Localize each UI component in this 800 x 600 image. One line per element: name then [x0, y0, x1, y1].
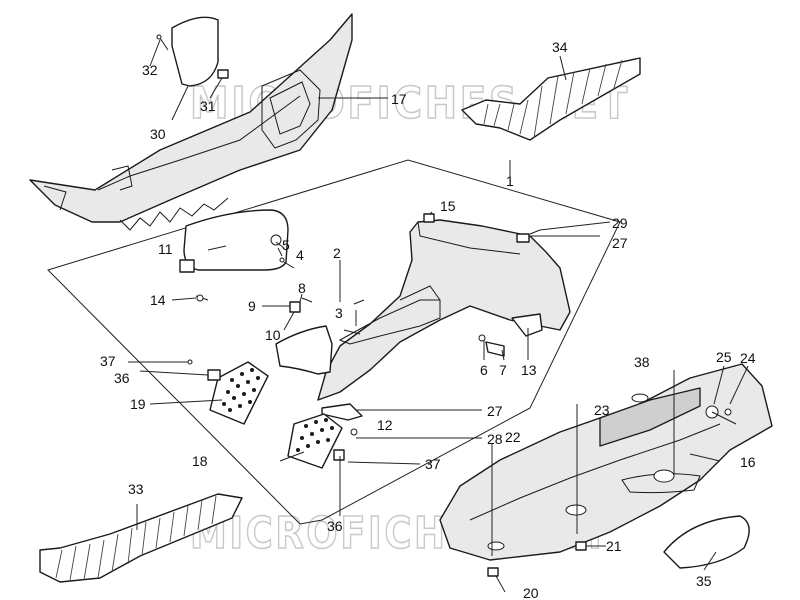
callout-36a: 36 [114, 370, 130, 386]
callout-18: 18 [192, 453, 208, 469]
callout-5: 5 [282, 237, 290, 253]
part-1-floor-panel [317, 219, 571, 401]
callout-36b: 36 [327, 518, 343, 534]
callout-4: 4 [296, 247, 304, 263]
callout-27b: 27 [487, 403, 503, 419]
callout-27a: 27 [612, 235, 628, 251]
part-17-upper-cover [29, 13, 353, 231]
callout-31: 31 [200, 98, 216, 114]
part-35-lens [663, 515, 750, 569]
callout-29: 29 [612, 215, 628, 231]
callout-14: 14 [150, 292, 166, 308]
callout-21: 21 [606, 538, 622, 554]
callout-20: 20 [523, 585, 539, 600]
callout-37a: 37 [100, 353, 116, 369]
leader-lines [128, 39, 749, 593]
small-hardware [195, 213, 543, 436]
part-10-bracket [275, 325, 333, 375]
part-16-underbody [439, 363, 773, 577]
callout-32: 32 [142, 62, 158, 78]
part-34-band [461, 57, 641, 141]
callout-2: 2 [333, 245, 341, 261]
callout-17: 17 [391, 91, 407, 107]
callout-12: 12 [377, 417, 393, 433]
callout-28: 28 [487, 431, 503, 447]
part-32-screw-head [156, 34, 162, 40]
assembly-frame [47, 159, 621, 525]
callout-13: 13 [521, 362, 537, 378]
callout-33: 33 [128, 481, 144, 497]
part-32-screw [159, 37, 169, 51]
callout-22: 22 [505, 429, 521, 445]
part-31-clip [217, 69, 229, 79]
callout-35: 35 [696, 573, 712, 589]
callout-6: 6 [480, 362, 488, 378]
callout-38: 38 [634, 354, 650, 370]
callout-30: 30 [150, 126, 166, 142]
callout-7: 7 [499, 362, 507, 378]
callout-11: 11 [158, 241, 173, 257]
callout-8: 8 [298, 280, 306, 296]
callouts: 1 2 3 4 5 6 7 8 9 10 11 12 13 14 15 16 1… [100, 39, 756, 600]
part-30-pad [171, 16, 219, 87]
callout-3: 3 [335, 305, 343, 321]
callout-16: 16 [740, 454, 756, 470]
callout-24: 24 [740, 350, 756, 366]
part-19-footrest [187, 359, 269, 425]
callout-15: 15 [440, 198, 456, 214]
callout-23: 23 [594, 402, 610, 418]
part-18-footrest [287, 413, 345, 469]
callout-34: 34 [552, 39, 568, 55]
callout-25: 25 [716, 349, 732, 365]
callout-10: 10 [265, 327, 281, 343]
callout-19: 19 [130, 396, 146, 412]
callout-1: 1 [506, 173, 514, 189]
callout-9: 9 [248, 298, 256, 314]
callout-37b: 37 [425, 456, 441, 472]
part-33-band [39, 493, 243, 583]
part-11-pad [179, 209, 289, 273]
